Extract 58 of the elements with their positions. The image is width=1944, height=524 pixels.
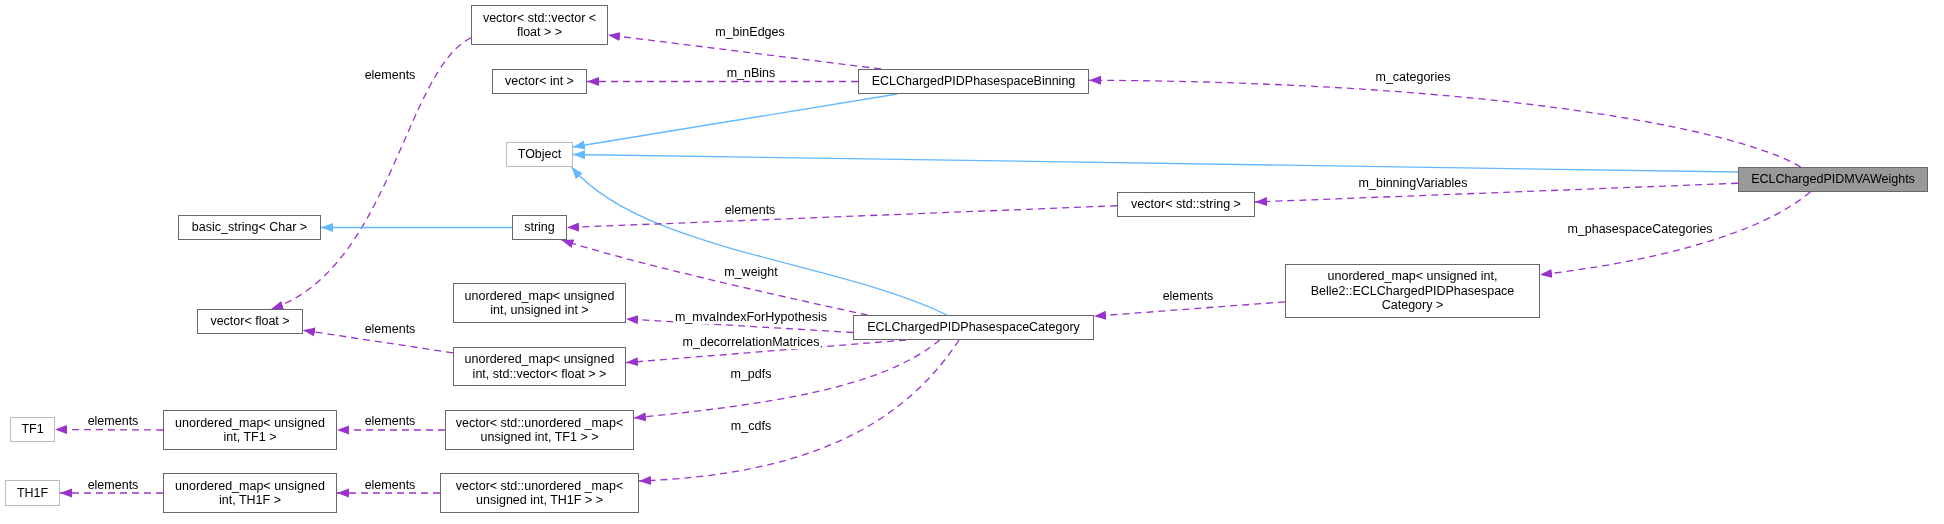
dashed-arrow: [54, 425, 164, 435]
edge-label: elements: [86, 478, 140, 492]
class-box: TObject: [506, 142, 573, 167]
dashed-arrow: [270, 37, 472, 310]
edge-label: elements: [363, 414, 417, 428]
dashed-arrow: [560, 239, 869, 316]
class-box: vector< std::unordered _map< unsigned int, TF1 > >: [445, 410, 634, 450]
dashed-arrow: [1088, 75, 1802, 168]
edge-label: elements: [363, 68, 417, 82]
edge-label: elements: [363, 478, 417, 492]
edge-label: m_cdfs: [729, 419, 773, 433]
edge-label: m_decorrelationMatrices: [681, 335, 821, 349]
class-box: string: [512, 215, 567, 240]
edge-label: m_weight: [723, 265, 779, 279]
class-box: ECLChargedPIDMVAWeights: [1738, 167, 1928, 192]
class-box: unordered_map< unsigned int, unsigned int >: [453, 283, 626, 323]
dashed-arrow: [625, 315, 854, 334]
dashed-arrow: [607, 32, 882, 70]
arrow: [572, 150, 1739, 173]
dashed-arrow: [1539, 191, 1811, 278]
class-box: unordered_map< unsigned int, TH1F >: [163, 473, 337, 513]
class-box: vector< std::unordered _map< unsigned int, TH1F > >: [440, 473, 639, 513]
edge-label: m_binEdges: [714, 25, 786, 39]
class-box: vector< int >: [492, 69, 587, 94]
edge-label: elements: [723, 203, 777, 217]
class-box: vector< std::string >: [1117, 192, 1255, 217]
dashed-arrow: [302, 327, 454, 354]
edge-label: m_phasespaceCategories: [1566, 222, 1714, 236]
edge-label: elements: [86, 414, 140, 428]
dashed-arrow: [633, 339, 941, 422]
class-box: vector< float >: [197, 309, 303, 334]
edge-label: m_mvaIndexForHypothesis: [673, 310, 829, 324]
class-box: ECLChargedPIDPhasespaceBinning: [858, 69, 1089, 94]
class-box: TH1F: [5, 480, 60, 506]
dashed-arrow: [336, 425, 446, 435]
class-box: vector< std::vector < float > >: [471, 5, 608, 45]
class-box: TF1: [10, 417, 55, 442]
dashed-arrow: [566, 205, 1118, 232]
dashed-arrow: [586, 77, 859, 86]
dashed-arrow: [336, 488, 441, 498]
arrow: [320, 223, 513, 232]
edge-label: m_pdfs: [729, 367, 773, 381]
dashed-arrow: [638, 339, 960, 485]
class-box: ECLChargedPIDPhasespaceCategory: [853, 315, 1094, 340]
dashed-arrow: [1093, 301, 1286, 320]
arrow: [572, 93, 898, 150]
arrow: [571, 166, 948, 316]
edge-label: elements: [363, 322, 417, 336]
dashed-arrow: [59, 488, 164, 498]
dashed-arrow: [1254, 182, 1739, 207]
edge-label: m_nBins: [725, 66, 777, 80]
class-box: basic_string< Char >: [178, 215, 321, 240]
class-box: unordered_map< unsigned int, Belle2::ECLChargedPIDPhasespace Category >: [1285, 264, 1540, 318]
edge-label: m_categories: [1374, 70, 1452, 84]
edge-label: elements: [1161, 289, 1215, 303]
edge-label: m_binningVariables: [1357, 176, 1469, 190]
class-box: unordered_map< unsigned int, TF1 >: [163, 410, 337, 450]
class-box: unordered_map< unsigned int, std::vector< float > >: [453, 347, 626, 386]
